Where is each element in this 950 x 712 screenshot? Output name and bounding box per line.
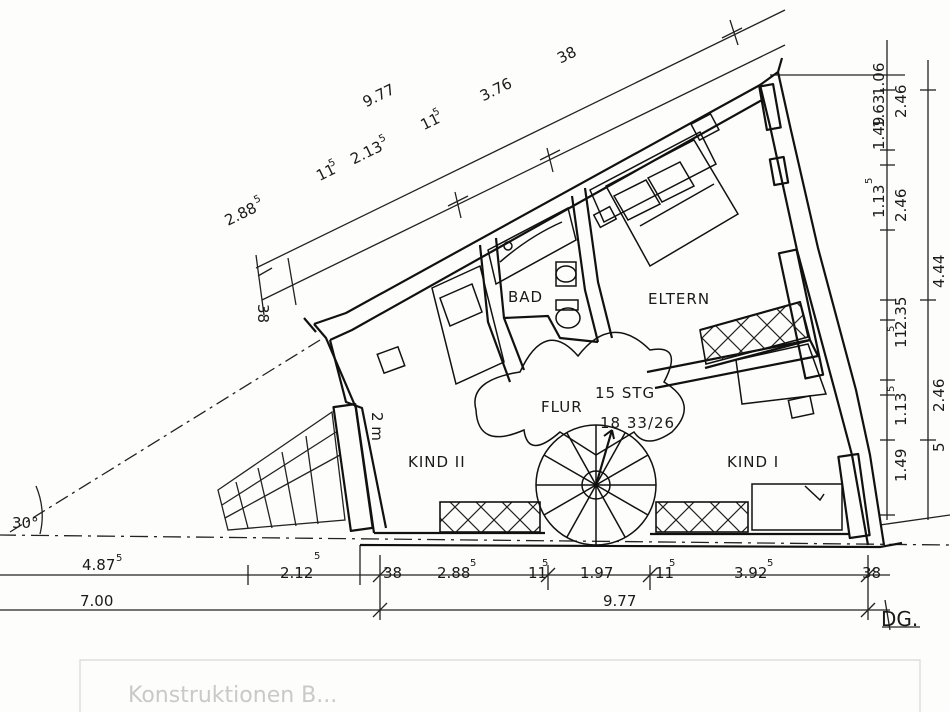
bottom-dim-left: 4.87 (82, 556, 115, 574)
bottom-overall-left: 7.00 (80, 592, 113, 610)
bottom-dim-s4: 1.97 (580, 564, 613, 582)
right-dim-9: 11 (892, 329, 910, 348)
roof-angle-label: 30° (12, 514, 39, 532)
bottom-dim-s3-sup: 5 (542, 558, 548, 569)
right-dim-10-sup: 5 (886, 386, 897, 392)
top-overall-dim: 9.77 (360, 80, 398, 111)
room-label-parents: ELTERN (648, 290, 710, 308)
bottom-dim-s7: 38 (862, 564, 881, 582)
right-dim-5: 1.13 (870, 185, 888, 218)
bottom-dim-s1: 38 (383, 564, 402, 582)
room-label-hall: FLUR (541, 398, 583, 416)
room-label-child-2: KIND II (408, 453, 466, 471)
top-dimensions: 9.77 2.88 5 11 5 2.13 5 11 5 3.76 38 (222, 43, 580, 230)
footer-stamp-text: Konstruktionen B... (128, 683, 337, 708)
bottom-dim-s2: 2.88 (437, 564, 470, 582)
right-dimension-lines (770, 40, 950, 526)
right-dim-2: 1.49 (870, 117, 888, 150)
footer-stamp-box (79, 659, 921, 712)
bottom-dim-left-sup: 5 (116, 553, 122, 564)
top-dim-c-sup: 5 (377, 132, 388, 145)
room-label-bath: BAD (508, 288, 543, 306)
bottom-dim-s6-sup: 5 (767, 558, 773, 569)
top-dim-a-sup: 5 (252, 193, 263, 206)
spiral-staircase (535, 424, 657, 546)
right-dim-4: 2.46 (892, 85, 910, 118)
dormer-roof-structure (217, 410, 346, 531)
stairs-count-label: 15 STG (595, 384, 655, 402)
hatched-railings (439, 301, 809, 533)
right-dim-3: 1.63 (870, 95, 888, 128)
room-label-child-1: KIND I (727, 453, 779, 471)
level-label: DG. (881, 607, 918, 631)
right-dim-1: 1.06 (870, 63, 888, 96)
right-dim-5-sup: 5 (864, 178, 875, 184)
top-dim-e: 3.76 (477, 74, 515, 105)
top-dim-start: 38 (254, 304, 272, 323)
bottom-dim-s5: 11 (655, 564, 674, 582)
top-dim-a: 2.88 (222, 199, 260, 230)
furniture (376, 112, 843, 531)
right-dim-12: 1.49 (892, 449, 910, 482)
bottom-dim-s6: 3.92 (734, 564, 767, 582)
right-dim-13: 5 (930, 442, 948, 452)
bottom-dim-s3: 11 (528, 564, 547, 582)
bottom-dim-mid-sup: 5 (314, 551, 320, 562)
right-dim-9-sup: 5 (886, 326, 897, 332)
top-dim-d-sup: 5 (431, 106, 442, 119)
bottom-dim-s2-sup: 5 (470, 558, 476, 569)
top-dimension-lines (255, 9, 786, 316)
right-dimensions: 1.06 1.49 1.63 2.46 1.13 5 2.46 2.35 4.4… (864, 63, 948, 482)
bottom-dimensions: 4.87 5 2.12 5 7.00 9.77 38 2.88 5 11 5 1… (80, 551, 881, 610)
bottom-dim-s5-sup: 5 (669, 558, 675, 569)
right-dim-8: 4.44 (930, 255, 948, 288)
top-dim-b-sup: 5 (327, 157, 338, 170)
right-dim-6: 2.46 (892, 189, 910, 222)
bottom-dimension-lines (0, 545, 920, 631)
right-dim-11: 2.46 (930, 379, 948, 412)
hall-door-swings (474, 331, 685, 456)
right-dim-7: 2.35 (892, 297, 910, 330)
wall-height-label: 2 m (368, 412, 386, 441)
roof-slope-lines (0, 339, 950, 546)
bottom-overall-right: 9.77 (603, 592, 636, 610)
right-dim-10: 1.13 (892, 393, 910, 426)
top-dim-end: 38 (554, 43, 579, 68)
stairs-ratio-label: 18 33/26 (600, 414, 675, 432)
bottom-dim-mid: 2.12 (280, 564, 313, 582)
